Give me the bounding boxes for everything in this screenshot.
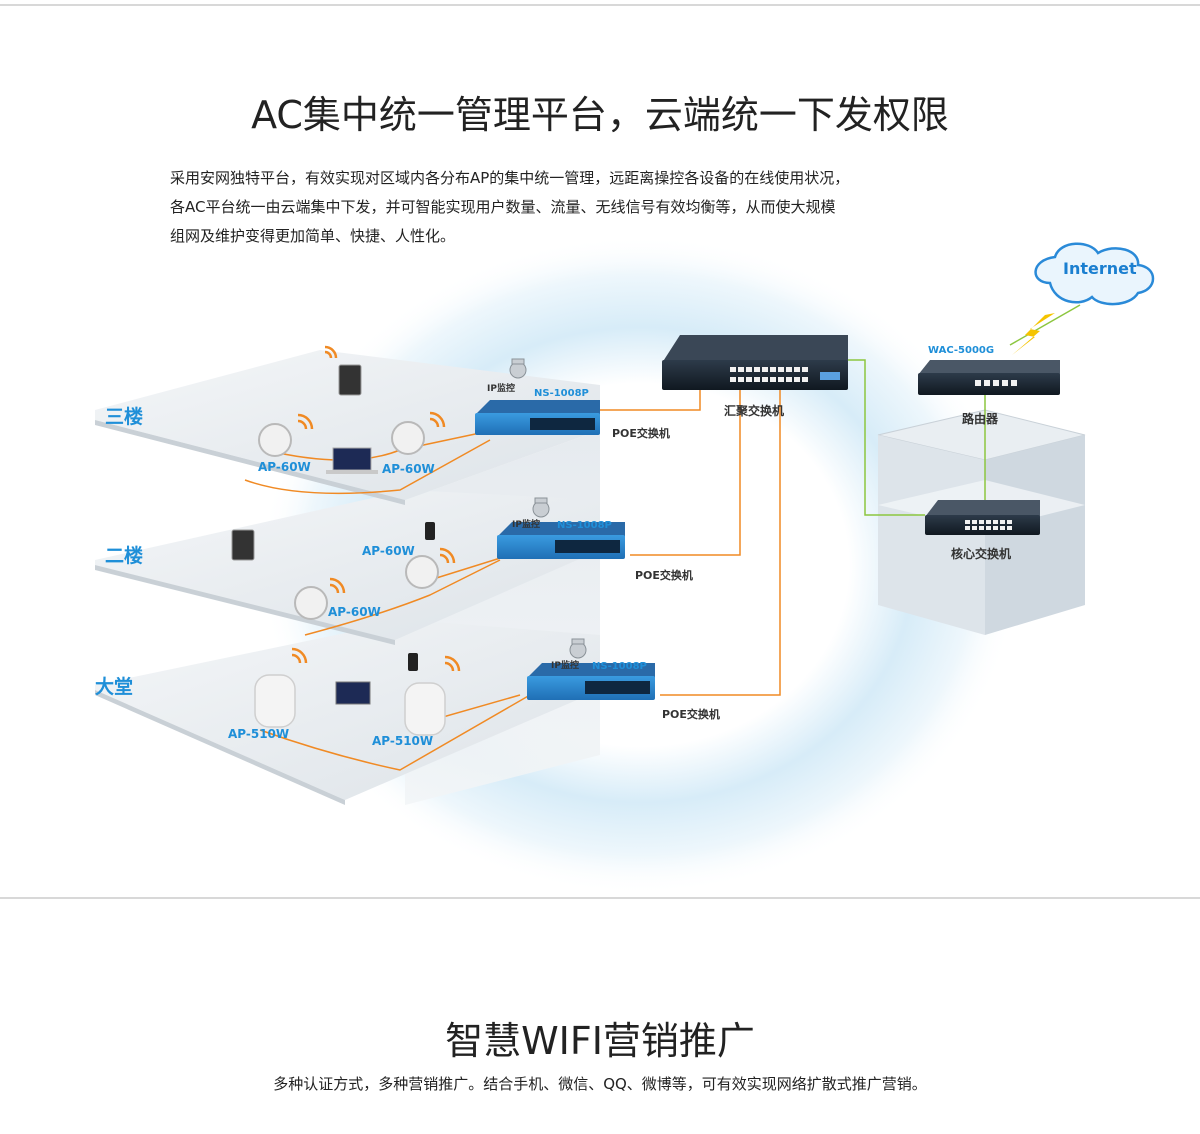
desc-line: 组网及维护变得更加简单、快捷、人性化。	[170, 227, 456, 245]
core-switch-label: 核心交换机	[951, 547, 1012, 561]
top-divider	[0, 4, 1200, 6]
floor-label-2f: 二楼	[105, 545, 144, 567]
router-device	[918, 360, 1060, 395]
floor-lobby-edge	[95, 690, 345, 805]
ap-60w-device	[258, 421, 439, 620]
poe-switch-label: POE交换机	[662, 708, 720, 721]
laptop-icon	[332, 447, 372, 471]
ip-camera-label: IP监控	[512, 520, 540, 530]
ip-camera-label: IP监控	[551, 661, 579, 671]
laptop-base-icon	[326, 470, 378, 474]
router-label: 路由器	[962, 412, 999, 426]
section-title-wifi: 智慧WIFI营销推广	[445, 1019, 755, 1063]
ns-model-label: NS-1008P	[592, 661, 647, 672]
ap-label: AP-510W	[228, 727, 290, 741]
aggregation-switch-device	[662, 335, 848, 390]
poe-switch-label: POE交换机	[635, 569, 693, 582]
floor-2	[95, 490, 600, 640]
ap-label: AP-60W	[258, 460, 311, 474]
green-cables	[840, 304, 1081, 516]
ip-camera-label: IP监控	[487, 384, 515, 394]
phone-icon	[425, 522, 435, 540]
poe-switch-lobby	[527, 663, 655, 700]
ap-label: AP-60W	[362, 544, 415, 558]
poe-switch-3f	[475, 400, 600, 435]
tablet-icon	[231, 529, 255, 561]
floor-label-3f: 三楼	[105, 406, 144, 428]
middle-divider	[0, 897, 1200, 899]
poe-switch-2f	[497, 522, 625, 559]
floor-lobby	[95, 620, 600, 800]
desc-line: 采用安网独特平台，有效实现对区域内各分布AP的集中统一管理，远距离操控各设备的在…	[170, 169, 850, 187]
ap-label: AP-60W	[328, 605, 381, 619]
ap-label: AP-60W	[382, 462, 435, 476]
floor-3	[95, 350, 600, 500]
section-title-ac: AC集中统一管理平台，云端统一下发权限	[251, 93, 949, 137]
floor-label-lobby: 大堂	[95, 676, 134, 698]
router-model-label: WAC-5000G	[928, 345, 995, 356]
desc-line: 各AC平台统一由云端集中下发，并可智能实现用户数量、流量、无线信号有效均衡等，从…	[170, 198, 836, 216]
floor-2-edge	[95, 565, 395, 645]
ns-model-label: NS-1008P	[557, 520, 612, 531]
ap-510w-device	[254, 674, 446, 736]
ap-label: AP-510W	[372, 734, 434, 748]
section-description-ac: 采用安网独特平台，有效实现对区域内各分布AP的集中统一管理，远距离操控各设备的在…	[170, 164, 1050, 251]
tablet-icon	[338, 364, 362, 396]
camera-icon	[509, 358, 587, 659]
phone-icon	[408, 653, 418, 671]
network-diagram-svg	[95, 235, 1155, 895]
floor-3-edge	[95, 420, 405, 505]
monitor-icon	[335, 681, 371, 705]
ns-model-label: NS-1008P	[534, 388, 589, 399]
network-diagram: 三楼 二楼 大堂 Internet WAC-5000G 路由器 汇聚交换机 核心…	[0, 235, 1200, 895]
aggregation-switch-label: 汇聚交换机	[724, 404, 785, 418]
cloud-icon	[1034, 242, 1155, 306]
lightning-icon	[1012, 313, 1055, 355]
poe-switch-label: POE交换机	[612, 427, 670, 440]
wifi-icon	[291, 345, 461, 672]
section-description-wifi: 多种认证方式，多种营销推广。结合手机、微信、QQ、微博等，可有效实现网络扩散式推…	[273, 1075, 927, 1093]
core-switch-device	[925, 500, 1040, 535]
internet-label: Internet	[1063, 259, 1137, 278]
